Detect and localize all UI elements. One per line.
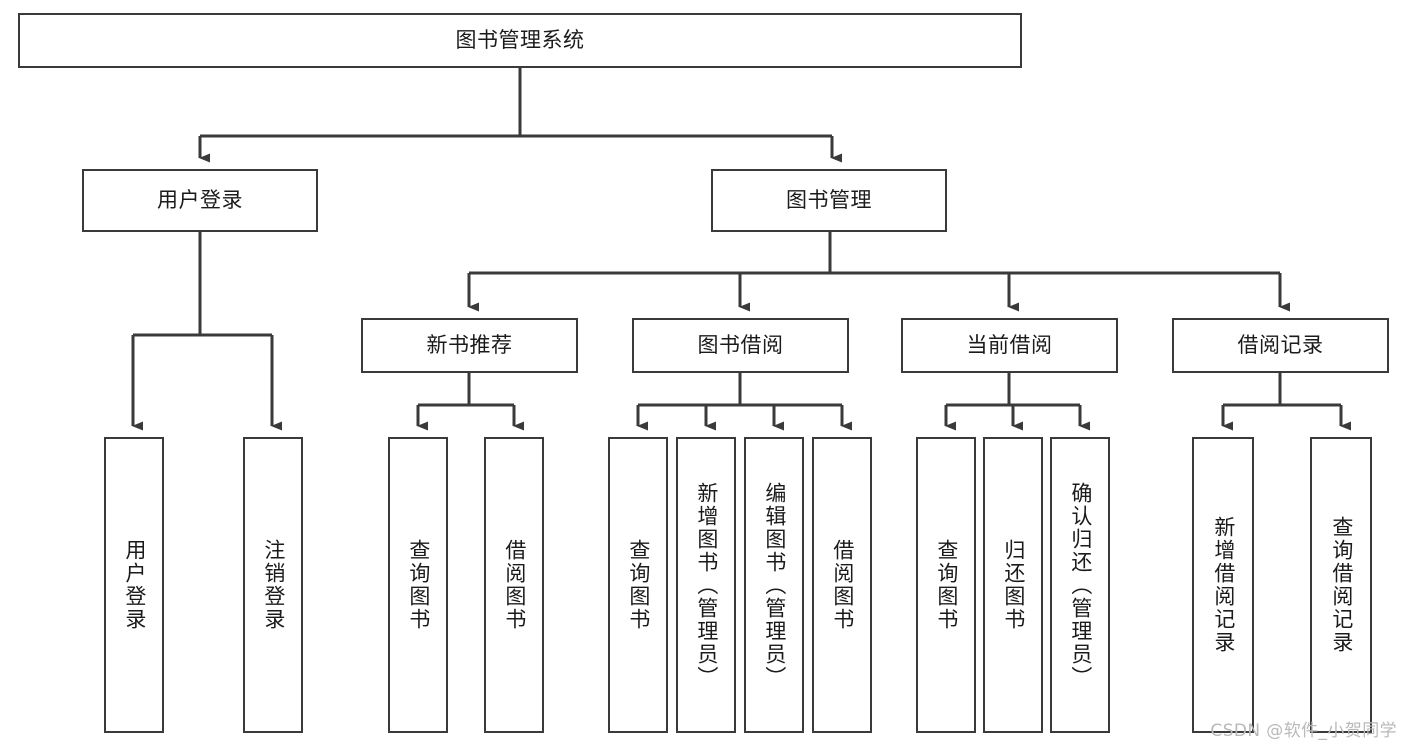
node-root-label: 图书管理系统: [455, 28, 585, 53]
csdn-watermark: CSDN @软件_小贺同学: [1210, 721, 1397, 741]
node-new-book-recommendation-label: 新书推荐: [426, 333, 513, 358]
leaf-user-login-label: 用户登录: [122, 539, 147, 631]
leaf-borrow-book-recommend-label: 借阅图书: [502, 539, 527, 631]
node-user-login[interactable]: 用户登录: [82, 169, 318, 232]
leaf-add-borrow-record[interactable]: 新增借阅记录: [1192, 437, 1254, 733]
leaf-query-book-recommend-label: 查询图书: [406, 539, 431, 631]
leaf-add-book-admin[interactable]: 新增图书（管理员）: [676, 437, 736, 733]
leaf-user-login[interactable]: 用户登录: [104, 437, 164, 733]
leaf-borrow-book[interactable]: 借阅图书: [812, 437, 872, 733]
node-book-management[interactable]: 图书管理: [711, 169, 947, 232]
leaf-query-book-current[interactable]: 查询图书: [916, 437, 976, 733]
leaf-query-book-recommend[interactable]: 查询图书: [388, 437, 448, 733]
leaf-query-book-borrowing[interactable]: 查询图书: [608, 437, 668, 733]
leaf-borrow-book-label: 借阅图书: [830, 539, 855, 631]
leaf-query-book-current-label: 查询图书: [934, 539, 959, 631]
leaf-add-book-admin-label: 新增图书（管理员）: [694, 481, 719, 689]
node-book-borrowing[interactable]: 图书借阅: [632, 318, 849, 373]
leaf-confirm-return-admin-label: 确认归还（管理员）: [1068, 481, 1093, 689]
leaf-add-borrow-record-label: 新增借阅记录: [1211, 516, 1236, 654]
node-borrow-records[interactable]: 借阅记录: [1172, 318, 1389, 373]
node-new-book-recommendation[interactable]: 新书推荐: [361, 318, 578, 373]
node-book-management-label: 图书管理: [786, 188, 872, 213]
node-user-login-label: 用户登录: [157, 188, 243, 213]
leaf-return-book[interactable]: 归还图书: [983, 437, 1043, 733]
node-current-borrowing-label: 当前借阅: [966, 333, 1053, 358]
leaf-confirm-return-admin[interactable]: 确认归还（管理员）: [1050, 437, 1110, 733]
leaf-query-borrow-record-label: 查询借阅记录: [1329, 516, 1354, 654]
leaf-logout[interactable]: 注销登录: [243, 437, 303, 733]
leaf-edit-book-admin[interactable]: 编辑图书（管理员）: [744, 437, 804, 733]
node-root[interactable]: 图书管理系统: [18, 13, 1022, 68]
leaf-return-book-label: 归还图书: [1001, 539, 1026, 631]
leaf-edit-book-admin-label: 编辑图书（管理员）: [762, 481, 787, 689]
node-book-borrowing-label: 图书借阅: [697, 333, 784, 358]
node-borrow-records-label: 借阅记录: [1237, 333, 1324, 358]
leaf-query-book-borrowing-label: 查询图书: [626, 539, 651, 631]
leaf-logout-label: 注销登录: [261, 539, 286, 631]
leaf-borrow-book-recommend[interactable]: 借阅图书: [484, 437, 544, 733]
node-current-borrowing[interactable]: 当前借阅: [901, 318, 1118, 373]
leaf-query-borrow-record[interactable]: 查询借阅记录: [1310, 437, 1372, 733]
